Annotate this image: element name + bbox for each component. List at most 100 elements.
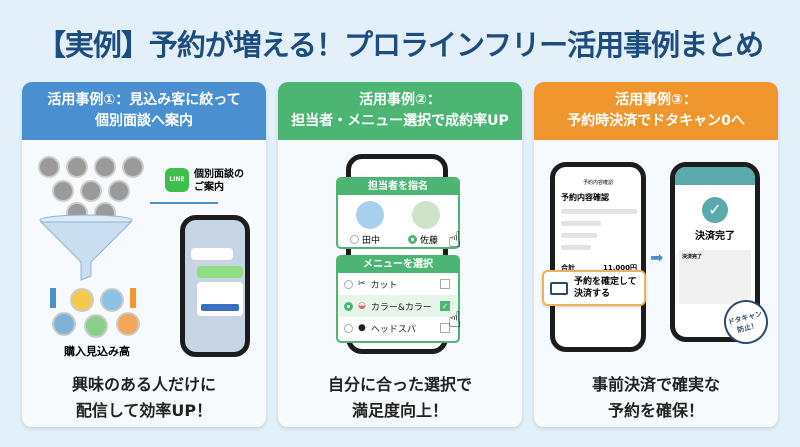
pay-button-line2: 決済する [574,289,611,299]
case-1-footer-line2: 配信して効率UP！ [75,401,213,420]
staff-panel: 担当者を指名 田中 佐藤 [336,177,460,249]
done-title: 決済完了 [695,231,735,242]
funnel-illustration: 購入見込み高 LINE 個別面談のご案内 [22,140,266,370]
person-icon [108,180,130,202]
placeholder-line [561,233,597,238]
case-1-footer: 興味のある人だけに配信して効率UP！ [22,372,266,424]
pay-button-label: 予約を確定して決済する [574,276,637,300]
screen-title: 予約内容確認 [582,180,613,186]
scissors-icon: ✂ [358,279,366,289]
credit-card-icon [550,281,568,295]
menu-label: カラー&カラー [370,302,432,313]
stones-icon: ● [358,323,366,333]
checkbox[interactable] [440,323,450,333]
staff-name: 佐藤 [420,236,439,246]
bowl-icon: ◒ [358,301,366,311]
menu-panel-title: メニューを選択 [338,257,458,273]
staff-avatar [412,201,440,229]
menu-option[interactable]: ◒ カラー&カラー ✓ [338,295,458,317]
menu-label: ヘッドスパ [370,324,416,335]
confirm-heading: 予約内容確認 [561,193,609,202]
staff-option-2[interactable]: 佐藤 [408,233,438,246]
case-card-3: 活用事例③： 予約時決済でドタキャン0へ 予約内容確認 予約内容確認 合計 11,… [534,82,778,427]
staff-option-1[interactable]: 田中 [350,233,380,246]
staff-panel-title: 担当者を指名 [338,179,458,195]
line-label: 個別面談のご案内 [194,168,244,194]
case-3-header-line2: 予約時決済でドタキャン0へ [567,113,745,129]
checkbox[interactable] [440,279,450,289]
staff-avatar [356,201,384,229]
case-1-footer-line1: 興味のある人だけに [71,375,216,394]
arrow-icon [150,202,218,204]
case-1-header: 活用事例①：見込み客に絞って 個別面談へ案内 [22,82,266,140]
menu-option[interactable]: ● ヘッドスパ [338,317,458,339]
case-1-header-line1: 活用事例①：見込み客に絞って [47,92,241,108]
funnel-label: 購入見込み高 [64,345,130,358]
line-label-1: 個別面談の [194,169,244,180]
radio-icon [344,279,353,289]
arrow-right-icon: ➡ [650,248,664,267]
placeholder-line [561,245,591,250]
person-icon [80,180,102,202]
case-1-header-line2: 個別面談へ案内 [95,113,193,129]
funnel-icon [39,214,133,281]
total-label: 合計 [561,264,575,272]
person-icon [94,156,116,178]
pay-confirm-button[interactable]: 予約を確定して決済する [542,270,646,306]
prospect-icon [116,312,140,336]
person-icon [122,156,144,178]
case-2-footer-line1: 自分に合った選択で [327,375,472,394]
up-arrow-icon [130,288,136,308]
person-icon [66,156,88,178]
hand-pointer-icon: ☝ [448,308,462,333]
case-2-footer-line2: 満足度向上！ [351,401,448,420]
case-3-header-line1: 活用事例③： [615,92,697,108]
receipt: 決済完了 [679,250,751,304]
hand-pointer-icon: ☝ [448,228,462,253]
placeholder-line [561,221,601,226]
chat-card [197,282,243,316]
case-2-header-line1: 活用事例②： [359,92,441,108]
case-2-footer: 自分に合った選択で満足度向上！ [278,372,522,424]
pay-button-line1: 予約を確定して [574,277,637,287]
person-icon [38,156,60,178]
selection-illustration: 担当者を指名 田中 佐藤 メニューを選択 ✂ カット ◒ カラー&カラー ✓ ● ヘッド… [278,140,522,370]
check-circle-icon: ✓ [702,197,728,223]
confirm-phone: 予約内容確認 予約内容確認 合計 11,000円 [550,162,646,352]
radio-icon [344,323,353,333]
person-icon [52,180,74,202]
case-3-header: 活用事例③： 予約時決済でドタキャン0へ [534,82,778,140]
radio-icon [344,301,353,311]
case-3-footer-line1: 事前決済で確実な [591,375,720,394]
checkbox[interactable]: ✓ [440,301,450,311]
screen-header [675,167,755,185]
chat-bubble [191,248,233,260]
menu-label: カット [370,280,398,291]
placeholder-line [561,209,637,214]
staff-name: 田中 [362,236,381,246]
line-label-2: ご案内 [194,182,224,193]
case-2-header: 活用事例②： 担当者・メニュー選択で成約率UP [278,82,522,140]
line-chat-phone [180,215,250,357]
chat-bubble [197,266,243,278]
line-logo-icon: LINE [165,168,189,192]
case-2-header-line2: 担当者・メニュー選択で成約率UP [291,113,509,129]
total-row: 合計 11,000円 [561,263,637,273]
up-arrow-icon [50,288,56,308]
total-value: 11,000円 [602,264,637,272]
prospect-icon [70,288,94,312]
radio-icon [350,235,359,244]
case-card-2: 活用事例②： 担当者・メニュー選択で成約率UP 担当者を指名 田中 佐藤 メニュ… [278,82,522,427]
prospect-icon [52,312,76,336]
case-3-footer: 事前決済で確実な予約を確保！ [534,372,778,424]
chat-card-button[interactable] [201,304,239,311]
receipt-title: 決済完了 [682,254,703,260]
prospect-icon [84,314,108,338]
radio-icon [408,235,417,244]
page-title: 【実例】予約が増える！プロラインフリー活用事例まとめ [36,28,764,62]
prospect-icon [100,288,124,312]
case-card-1: 活用事例①：見込み客に絞って 個別面談へ案内 購入見込み高 LINE 個別面談の… [22,82,266,427]
menu-panel: メニューを選択 ✂ カット ◒ カラー&カラー ✓ ● ヘッドスパ [336,255,460,343]
menu-option[interactable]: ✂ カット [338,273,458,295]
